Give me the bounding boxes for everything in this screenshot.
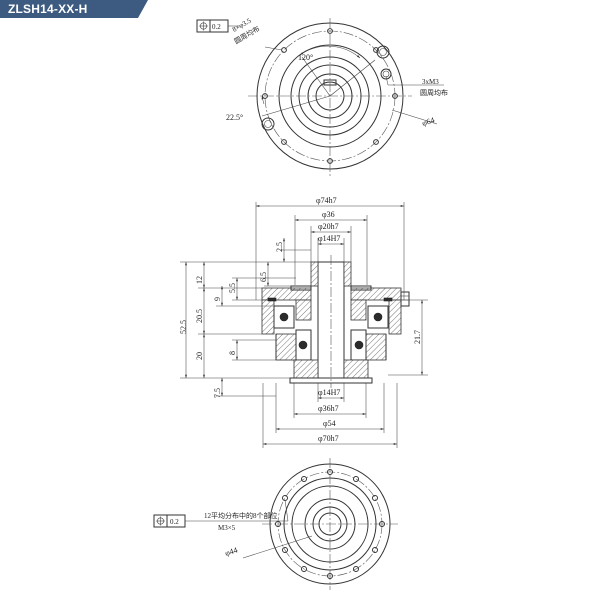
through-hole [392, 93, 398, 99]
threaded-hole-3 [380, 68, 392, 80]
dim-21-7-label: 21.7 [413, 330, 422, 344]
through-hole [281, 47, 287, 53]
bolt-hole [327, 573, 333, 579]
bottom-view: 0.2 12平均分布中的8个部位 M3×5 φ44 [153, 458, 398, 590]
bolt-hole [353, 476, 359, 482]
through-hole [262, 93, 268, 99]
dim-8-label: 8 [228, 351, 237, 355]
dia-44-label: φ44 [224, 545, 239, 557]
dim-20-5-label: 20.5 [195, 309, 204, 323]
dim-52-5-label: 52.5 [179, 320, 188, 334]
bottom-position-tolerance-frame: 0.2 [153, 514, 186, 528]
thread-spec-size: 3xM3 [422, 78, 439, 86]
bottom-hole-note: 12平均分布中的8个部位 [204, 511, 278, 520]
dia-70-label: φ70h7 [318, 434, 339, 443]
section-view: φ74h7 φ36 φ20h7 φ14H7 [179, 196, 428, 448]
dim-7-5-label: 7.5 [213, 388, 222, 398]
dim-5-5-label: 5.5 [228, 283, 237, 293]
dim-9-label: 9 [213, 297, 222, 301]
thread-spec-distribution: 圆周均布 [420, 88, 448, 97]
through-hole [327, 158, 333, 164]
dia-74-label: φ74h7 [316, 196, 337, 205]
dia-20-label: φ20h7 [318, 222, 339, 231]
bolt-hole [372, 547, 378, 553]
angle-22-5-label: 22.5° [226, 113, 243, 122]
section-extension-lines [255, 202, 405, 448]
bolt-hole [372, 495, 378, 501]
bolt-hole [282, 495, 288, 501]
bolt-hole [301, 476, 307, 482]
through-hole [327, 28, 333, 34]
model-tag-background [0, 0, 148, 18]
dia-14-bottom-label: φ14H7 [318, 388, 340, 397]
top-position-tolerance-frame: 0.2 [196, 19, 229, 33]
dia-36h7-label: φ36h7 [318, 404, 339, 413]
through-hole [373, 139, 379, 145]
bolt-hole [353, 566, 359, 572]
dim-12-label: 12 [195, 276, 204, 284]
model-number: ZLSH14-XX-H [8, 2, 88, 16]
top-view-geometry [248, 18, 412, 176]
threaded-hole-2 [261, 117, 275, 131]
bolt-hole [379, 521, 385, 527]
top-tolerance-value: 0.2 [212, 23, 221, 31]
bottom-view-geometry [262, 458, 398, 590]
dia-54-label: φ54 [323, 419, 336, 428]
bolt-hole [301, 566, 307, 572]
dim-20-label: 20 [195, 352, 204, 360]
through-hole [281, 139, 287, 145]
coupling-assembly [261, 255, 410, 388]
dim-6-5-label: 6.5 [259, 272, 268, 282]
bolt-hole [282, 547, 288, 553]
bolt-hole [327, 469, 333, 475]
model-tag [0, 0, 148, 18]
bottom-tolerance-value: 0.2 [170, 518, 179, 526]
angle-120-label: 120° [298, 53, 313, 62]
bottom-thread-note: M3×5 [218, 524, 236, 532]
through-hole [373, 47, 379, 53]
threaded-hole-1 [376, 45, 390, 59]
dim-2-5-label: 2.5 [275, 242, 284, 252]
bolt-hole [275, 521, 281, 527]
dia-64-label: φ64 [421, 115, 436, 127]
top-view: 0.2 8×φ3.5 圆周均布 120° 3xM3 圆周均布 22.5° φ64 [196, 16, 448, 176]
dia-14-top-label: φ14H7 [318, 234, 340, 243]
dia-36-label: φ36 [322, 210, 335, 219]
